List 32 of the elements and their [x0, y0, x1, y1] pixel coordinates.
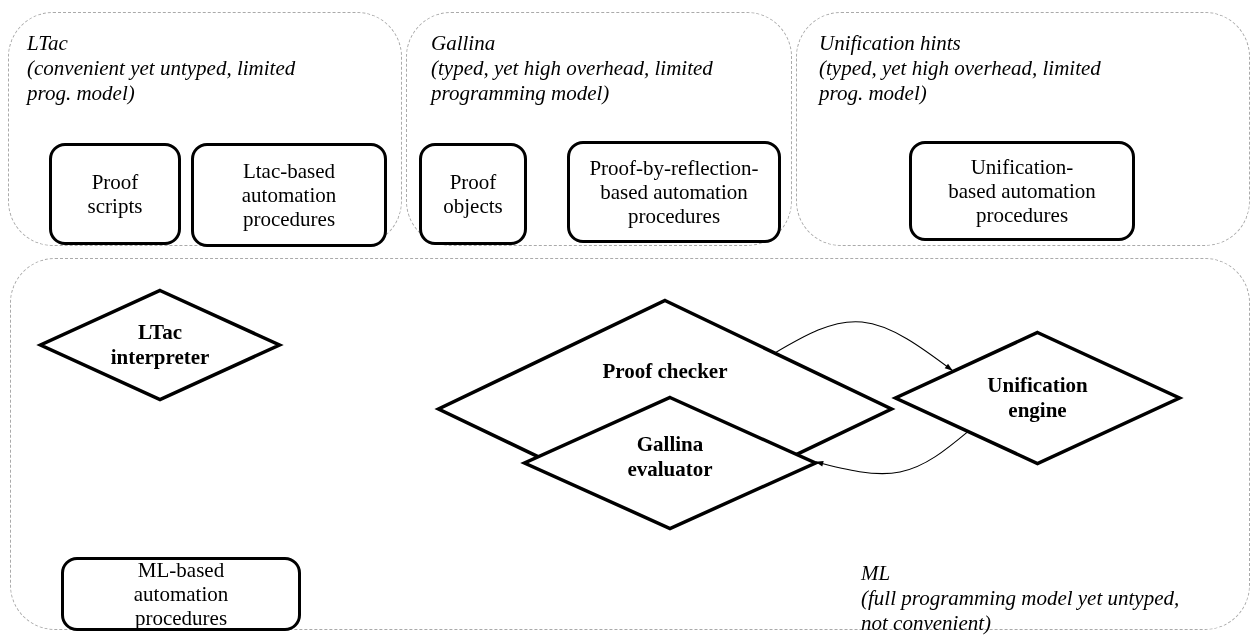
process-box	[49, 143, 181, 245]
process-box	[61, 557, 301, 631]
process-box	[567, 141, 781, 243]
box-label: Unification-based automation procedures	[948, 154, 1096, 228]
group-heading: LTac	[27, 31, 68, 57]
group-description: (convenient yet untyped, limited prog. model)	[27, 56, 297, 107]
diamond-label: Proof checker	[602, 359, 728, 385]
process-box	[909, 141, 1135, 241]
process-box	[191, 143, 387, 247]
dashed-group-frame	[406, 12, 792, 246]
curved-arrow	[815, 431, 969, 475]
box-label: Ltac-based automation procedures	[240, 158, 338, 232]
box-label: Proof-by-reflection-based automation procedures	[588, 155, 760, 229]
group-heading: Unification hints	[819, 31, 961, 57]
group-description: (full programming model yet untyped, not convenient)	[861, 586, 1181, 637]
dashed-group-frame	[8, 12, 402, 246]
box-label: Proof scripts	[86, 169, 144, 219]
diamond-label: Gallina evaluator	[626, 432, 714, 483]
group-heading: Gallina	[431, 31, 496, 57]
diamond-label: Unification engine	[986, 372, 1089, 424]
curved-arrow	[774, 321, 953, 371]
group-description: (typed, yet high overhead, limited programming model)	[431, 56, 714, 107]
box-label: ML-based automation procedures	[132, 557, 230, 631]
group-description: (typed, yet high overhead, limited prog. model)	[819, 56, 1102, 107]
decision-diamond	[894, 331, 1181, 465]
diamond-label: LTac interpreter	[109, 319, 211, 371]
decision-diamond	[523, 396, 817, 530]
box-label: Proof objects	[442, 169, 504, 219]
decision-diamond	[39, 289, 281, 401]
dashed-group-frame	[796, 12, 1250, 246]
process-box	[419, 143, 527, 245]
group-heading: ML	[861, 561, 891, 587]
